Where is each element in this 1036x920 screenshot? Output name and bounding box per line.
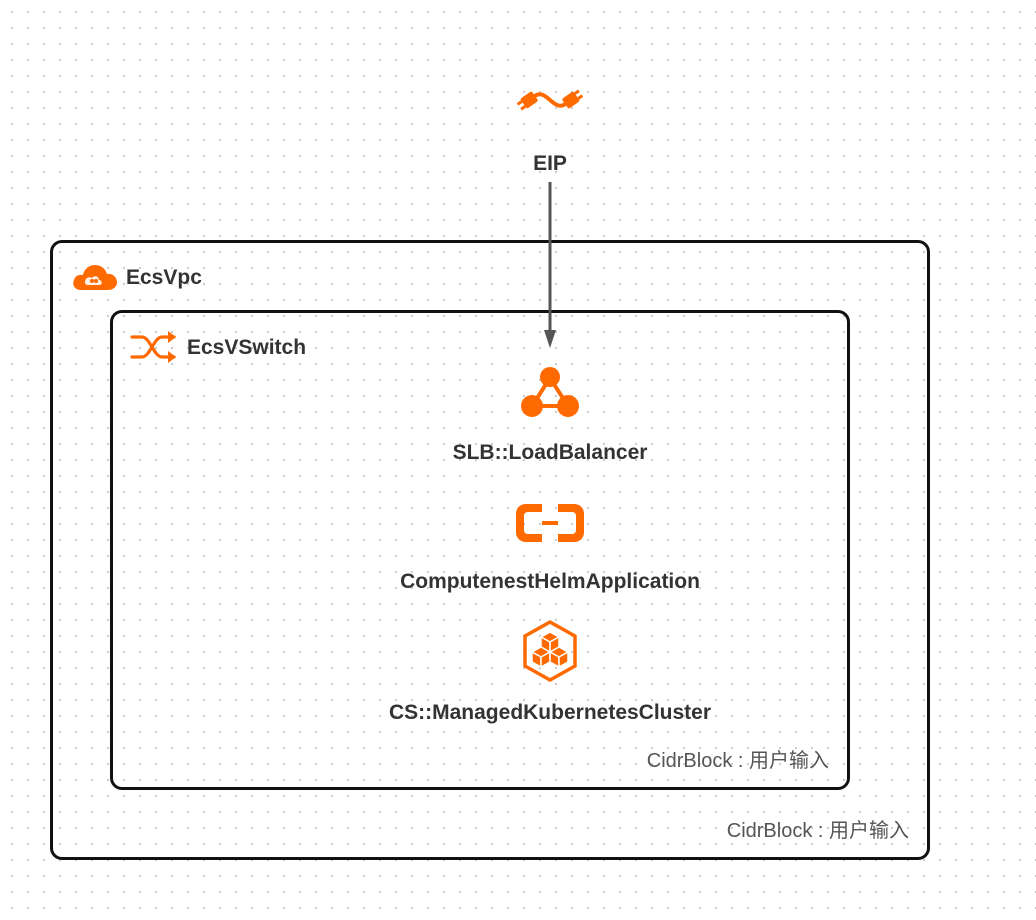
slb-label: SLB::LoadBalancer [452,441,648,464]
eip-connector-icon [516,89,584,111]
vswitch-group[interactable]: EcsVSwitch CidrBlock : 用户输入 [110,310,850,790]
helm-label: ComputenestHelmApplication [400,570,700,593]
vpc-group[interactable]: EcsVpc CidrBlock : 用户输入 [50,240,930,860]
vpc-title: EcsVpc [126,266,202,289]
edge-eip-to-slb [544,182,556,348]
k8s-node[interactable] [519,619,581,683]
kubernetes-cluster-icon [523,619,577,683]
vpc-cidr: CidrBlock : 用户输入 [726,820,909,842]
switch-arrows-icon [130,331,176,363]
helm-node[interactable] [514,500,586,546]
vswitch-title: EcsVSwitch [187,336,307,359]
vswitch-cidr: CidrBlock : 用户输入 [646,750,829,772]
cloud-icon [73,265,117,290]
k8s-label: CS::ManagedKubernetesCluster [388,701,712,724]
slb-node[interactable] [519,364,581,420]
alibaba-cloud-logo-icon [516,504,584,542]
eip-node[interactable] [516,70,584,130]
eip-label: EIP [533,152,567,175]
load-balancer-icon [521,367,579,417]
